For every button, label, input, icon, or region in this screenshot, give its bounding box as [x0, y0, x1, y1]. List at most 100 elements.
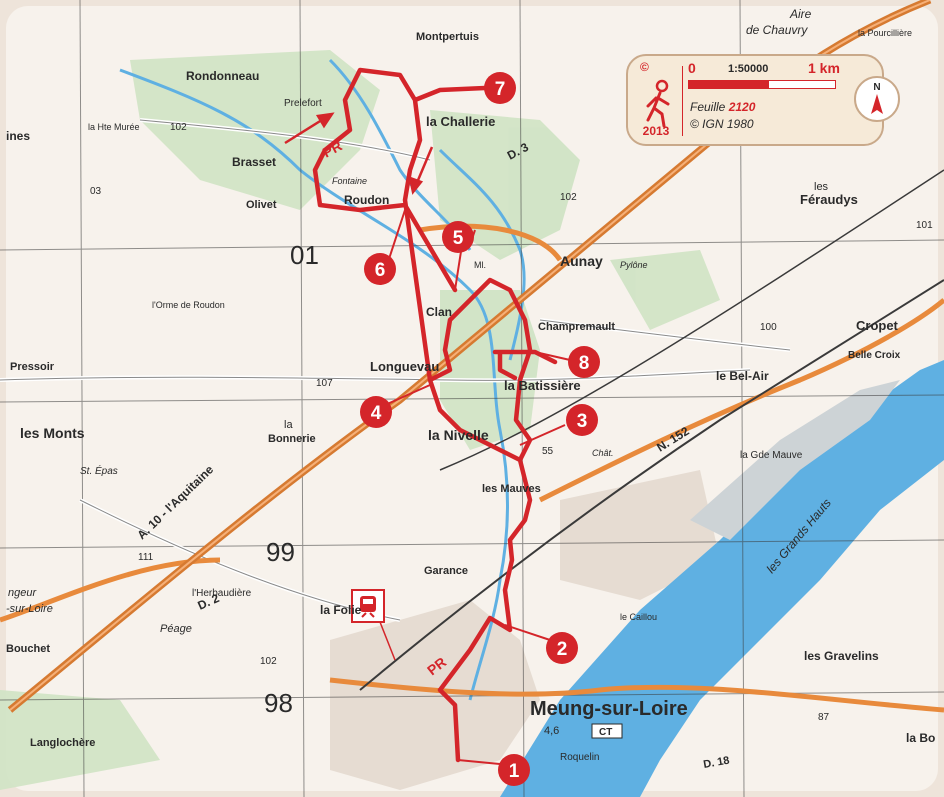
place-label: Fontaine: [332, 176, 367, 186]
road-label-100: 100: [760, 322, 777, 333]
svg-text:4: 4: [371, 403, 382, 424]
sheet-number: 2120: [728, 100, 756, 114]
place-label: les: [814, 181, 829, 193]
road-label-4-6: 4,6: [544, 725, 559, 737]
route-connector-2: [504, 624, 551, 641]
place-label: le Caillou: [620, 612, 657, 622]
place-label: le Bel-Air: [716, 369, 769, 383]
place-label: St. Épas: [80, 464, 118, 477]
place-label: Longuevau: [370, 359, 439, 374]
waypoint-7[interactable]: 7: [484, 72, 516, 104]
place-label: Cropet: [856, 318, 899, 333]
place-label: Clan: [426, 305, 452, 319]
place-label: la Hte Murée: [88, 122, 140, 132]
place-label: Pressoir: [10, 361, 55, 373]
place-label: Pylône: [620, 260, 648, 270]
sheet-prefix: Feuille: [690, 100, 726, 114]
road-label-111: 111: [138, 552, 154, 563]
grid-label-99: 99: [266, 537, 295, 567]
north-label: N: [873, 82, 881, 93]
waypoint-3[interactable]: 3: [566, 404, 598, 436]
place-label: Péage: [160, 623, 192, 635]
place-label: Roudon: [344, 193, 389, 207]
place-label: Langlochère: [30, 737, 95, 749]
waypoint-2[interactable]: 2: [546, 632, 578, 664]
place-label: la Nivelle: [428, 427, 489, 443]
place-label: Prelefort: [284, 98, 322, 109]
svg-text:6: 6: [375, 260, 386, 281]
place-label: Olivet: [246, 199, 277, 211]
road-label-d18: D. 18: [702, 755, 730, 771]
place-label: la: [284, 419, 293, 431]
place-label: -sur-Loire: [6, 603, 53, 615]
compass: N: [854, 76, 900, 122]
road-label-101: 101: [916, 220, 933, 231]
place-label: la Batissière: [504, 378, 581, 393]
place-label: ngeur: [8, 587, 37, 599]
route-connector-6: [387, 209, 406, 263]
scale-end-label: 1 km: [808, 60, 840, 76]
place-label: l'Herbaudière: [192, 588, 252, 599]
place-label: de Chauvry: [746, 23, 808, 37]
copyright-symbol: ©: [640, 60, 649, 74]
place-label: Montpertuis: [416, 31, 479, 43]
place-label: CT: [599, 727, 612, 738]
svg-text:7: 7: [495, 79, 506, 100]
road-label-102b: 102: [560, 192, 577, 203]
grid-label-98: 98: [264, 688, 293, 718]
scale-zero-label: 0: [688, 60, 696, 76]
place-label: Ml.: [474, 260, 486, 270]
svg-text:3: 3: [577, 411, 588, 432]
road-label-102c: 102: [260, 656, 277, 667]
place-label: la Bo: [906, 731, 935, 745]
scale-bar-fill: [689, 81, 770, 88]
place-label: Meung-sur-Loire: [530, 698, 688, 720]
svg-text:5: 5: [453, 228, 464, 249]
road-label-55: 55: [542, 446, 554, 457]
waypoint-5[interactable]: 5: [442, 221, 474, 253]
place-label: Bouchet: [6, 643, 50, 655]
road-label-87: 87: [818, 712, 830, 723]
place-label: Champremault: [538, 321, 615, 333]
place-label: Bonnerie: [268, 433, 316, 445]
road-label-102a: 102: [170, 122, 187, 133]
place-label: la Folie: [320, 603, 362, 617]
route-connector-7: [439, 87, 486, 91]
railway: [359, 279, 944, 691]
place-label: Aire: [789, 7, 812, 21]
north-arrow-icon: [871, 94, 883, 114]
waypoint-4[interactable]: 4: [360, 396, 392, 428]
place-label: les Mauves: [482, 483, 541, 495]
place-label: l'Orme de Roudon: [152, 300, 225, 310]
svg-text:2: 2: [557, 639, 568, 660]
place-label: la Challerie: [426, 114, 495, 129]
copyright-note: © IGN 1980: [690, 117, 754, 131]
direction-arrow-north: [284, 112, 335, 145]
hiking-route[interactable]: [312, 67, 558, 763]
place-label: les Monts: [20, 425, 85, 441]
place-label: Féraudys: [800, 192, 858, 207]
road-label-107: 107: [316, 378, 333, 389]
place-label: Roquelin: [560, 752, 599, 763]
route-connector-4: [384, 384, 431, 406]
place-label: Rondonneau: [186, 69, 259, 83]
waypoint-8[interactable]: 8: [568, 346, 600, 378]
place-label: Aunay: [560, 253, 603, 269]
legend-divider: [682, 66, 683, 136]
scale-bar: [688, 80, 836, 89]
place-label: la Gde Mauve: [740, 450, 803, 461]
scale-ratio-label: 1:50000: [728, 63, 769, 75]
route-connector-8: [534, 351, 571, 361]
direction-arrow-south: [408, 146, 434, 195]
map-legend: © 2013 0 1:50000 1 km Feuille 2120 © IGN…: [626, 54, 900, 146]
road-label-03: 03: [90, 186, 102, 197]
place-label: Brasset: [232, 155, 276, 169]
sheet-label: Feuille 2120: [690, 100, 755, 114]
hiker-icon: [646, 79, 670, 128]
waypoint-6[interactable]: 6: [364, 253, 396, 285]
train-station-icon: [351, 589, 396, 661]
place-label: Chât.: [592, 448, 614, 458]
place-label: les Gravelins: [804, 649, 879, 663]
waypoint-1[interactable]: 1: [498, 754, 530, 786]
